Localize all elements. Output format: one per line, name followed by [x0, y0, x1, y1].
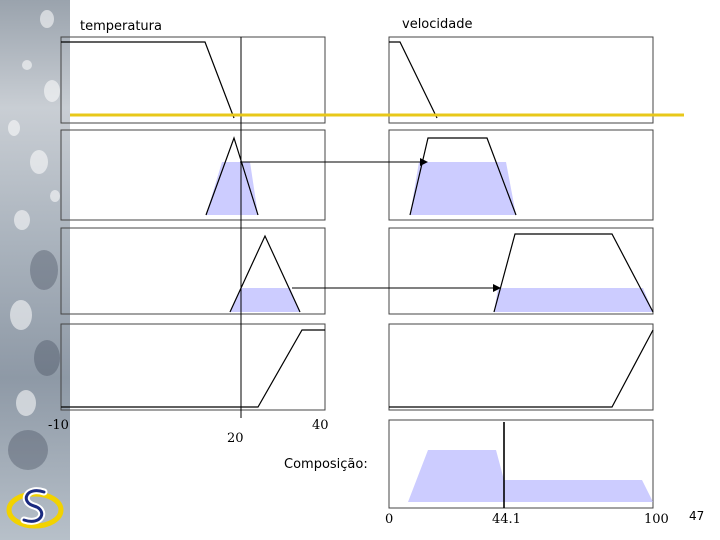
rule-2-speed-panel	[389, 130, 653, 220]
rule-2-temperature-panel	[61, 130, 325, 220]
rule-1-temperature-panel	[61, 37, 325, 123]
temperature-tick-min: -10	[48, 418, 69, 433]
speed-tick-result: 44.1	[492, 512, 521, 527]
rule-3-speed-panel	[389, 228, 653, 314]
composition-panel	[389, 420, 653, 508]
speed-tick-max: 100	[644, 512, 669, 527]
temperature-title: temperatura	[80, 19, 162, 34]
rule-4-temperature-panel	[61, 324, 325, 410]
speed-tick-min: 0	[385, 512, 393, 527]
temperature-tick-max: 40	[312, 418, 329, 433]
speed-title: velocidade	[402, 17, 472, 32]
rule-1-speed-panel	[389, 37, 653, 123]
rule-4-speed-panel	[389, 324, 653, 410]
page-number: 47	[689, 509, 704, 523]
composition-label: Composição:	[284, 457, 368, 472]
rule-3-temperature-panel	[61, 228, 325, 314]
temperature-tick-input: 20	[227, 431, 244, 446]
